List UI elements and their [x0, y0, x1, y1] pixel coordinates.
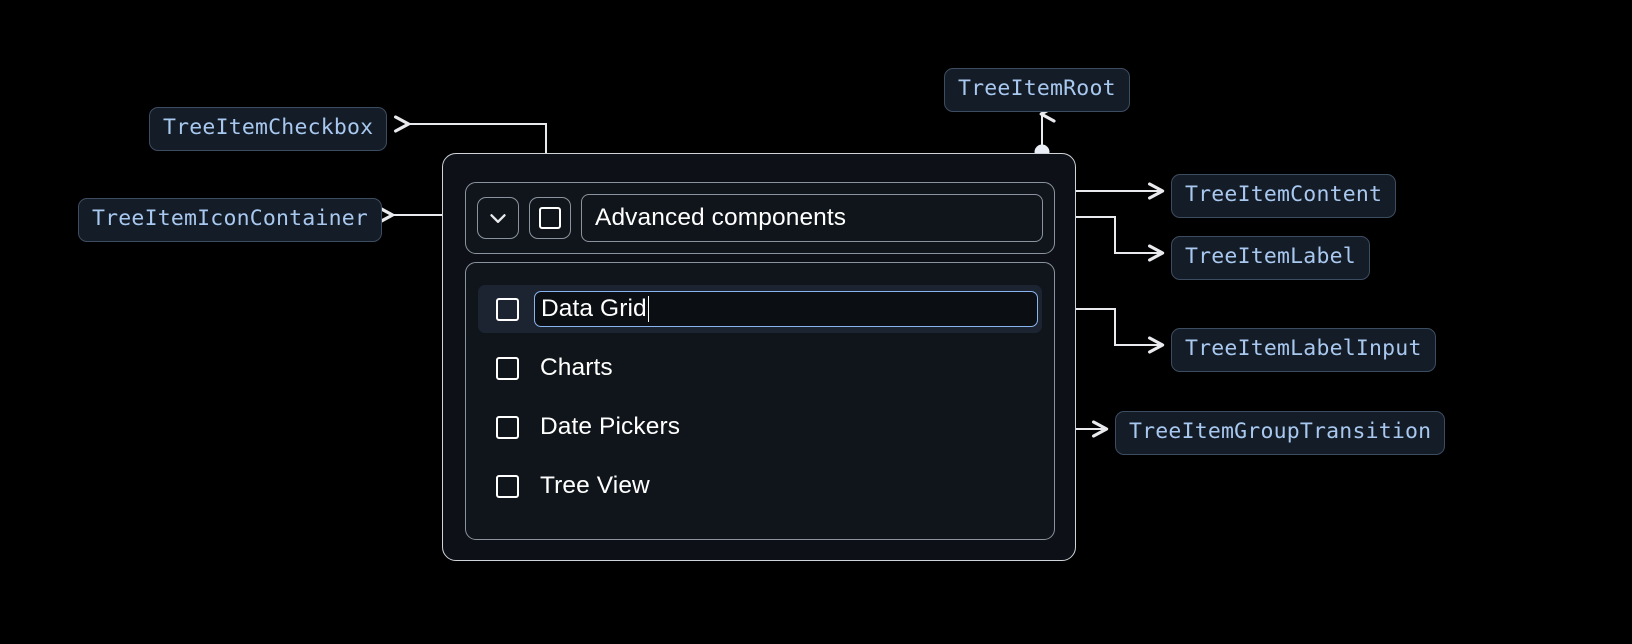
tree-item-label: Date Pickers: [540, 413, 681, 440]
annotation-chip-tree-item-group-transition: TreeItemGroupTransition: [1115, 411, 1446, 455]
tree-item-group-transition: Data Grid Charts Date Pickers Tree View: [465, 262, 1055, 540]
annotation-chip-tree-item-checkbox: TreeItemCheckbox: [149, 107, 388, 151]
checkbox-unchecked-icon: [539, 207, 561, 229]
tree-item-root[interactable]: Advanced components Data Grid Charts Dat…: [442, 153, 1076, 561]
annotation-chip-tree-item-icon-container: TreeItemIconContainer: [78, 198, 383, 242]
tree-row-charts[interactable]: Charts: [478, 344, 1042, 392]
checkbox-unchecked-icon[interactable]: [496, 415, 519, 439]
tree-item-label[interactable]: Advanced components: [581, 194, 1043, 242]
tree-row-date-pickers[interactable]: Date Pickers: [478, 403, 1042, 451]
tree-item-label: Charts: [540, 354, 613, 381]
chevron-down-icon: [485, 205, 511, 231]
annotation-chip-tree-item-label: TreeItemLabel: [1171, 236, 1370, 280]
tree-row-data-grid[interactable]: Data Grid: [478, 285, 1042, 333]
annotation-chip-tree-item-label-input: TreeItemLabelInput: [1171, 328, 1436, 372]
checkbox-unchecked-icon[interactable]: [496, 297, 519, 321]
annotation-chip-tree-item-content: TreeItemContent: [1171, 174, 1397, 218]
tree-item-label-input-value: Data Grid: [541, 295, 647, 322]
checkbox-unchecked-icon[interactable]: [496, 356, 519, 380]
tree-row-tree-view[interactable]: Tree View: [478, 462, 1042, 510]
tree-item-checkbox[interactable]: [529, 197, 571, 239]
annotation-chip-tree-item-root: TreeItemRoot: [944, 68, 1130, 112]
tree-item-content[interactable]: Advanced components: [465, 182, 1055, 254]
tree-item-label: Tree View: [540, 472, 650, 499]
checkbox-unchecked-icon[interactable]: [496, 474, 519, 498]
tree-item-icon-container[interactable]: [477, 197, 519, 239]
text-caret: [647, 296, 650, 322]
tree-item-label-input[interactable]: Data Grid: [534, 291, 1038, 327]
